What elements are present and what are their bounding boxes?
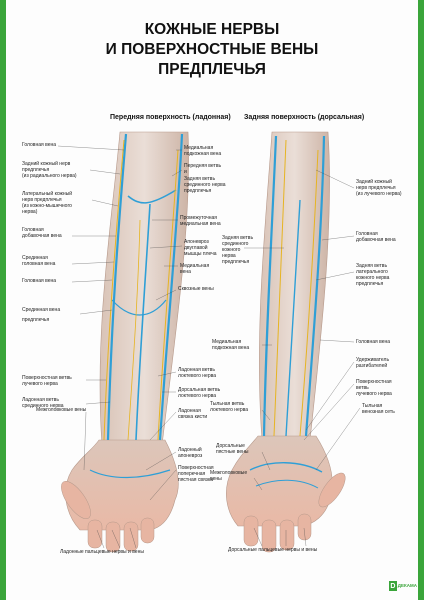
label-median-antebrachial-1: Срединная вена	[22, 307, 61, 313]
label-intermediate-median-2: медиальная вена	[180, 221, 221, 227]
anterior-left-leaders	[57, 145, 137, 549]
label-palmar-carpal-1: Ладонная	[178, 408, 201, 414]
label-dorsal-venous-1: Тыльная	[362, 403, 383, 409]
label-palmar-digital: Ладонные пальцевые нервы и вены	[60, 549, 144, 555]
poster-title-line-1: КОЖНЫЕ НЕРВЫ	[144, 21, 280, 38]
label-ant-branch-2: и	[184, 169, 187, 175]
label-transverse-palmar-1: Поверхностная	[178, 465, 214, 471]
label-lat-cutaneous-1: Латеральный кожный	[22, 191, 73, 197]
label-palmar-aponeurosis-1: Ладонный	[178, 447, 202, 453]
label-dorsal-ulnar-ant-1: Дорсальная ветвь	[178, 387, 221, 393]
anterior-right-leaders	[145, 149, 183, 501]
label-post-lateral-4: предплечья	[356, 281, 384, 287]
right-accent-stripe	[418, 0, 424, 600]
label-median-antebrachial-2: предплечья	[22, 317, 50, 323]
posterior-forearm	[226, 131, 346, 553]
label-dorsal-metacarpal-2: пястные вены	[216, 449, 249, 455]
label-accessory-cephalic-post-2: добавочная вена	[356, 237, 396, 243]
label-accessory-cephalic-ant-2: добавочная вена	[22, 233, 62, 239]
label-median-cephalic-2: головная вена	[22, 261, 56, 267]
anterior-heading: Передняя поверхность (ладонная)	[110, 114, 231, 121]
label-post-cutaneous-ant-3: (из радиального нерва)	[22, 173, 77, 179]
label-superficial-radial-ant-1: Поверхностная ветвь	[22, 375, 72, 381]
label-post-branch-med-1: Задняя ветвь	[184, 176, 216, 182]
label-dorsal-ulnar-post-1: Тыльная ветвь	[210, 401, 245, 407]
label-post-branch-med-3: предплечья	[184, 188, 212, 194]
posterior-leaders	[244, 169, 361, 547]
label-palmar-aponeurosis-2: апоневроз	[178, 453, 203, 459]
label-lat-cutaneous-2: нерв предплечья	[22, 197, 62, 203]
label-cephalic-vein-post: Головная вена	[356, 339, 391, 345]
label-lat-cutaneous-3: (из кожно-мышечного	[22, 203, 72, 209]
label-superficial-radial-ant-2: лучевого нерва	[22, 381, 58, 387]
label-accessory-cephalic-ant-1: Головная	[22, 227, 44, 233]
label-post-medial-5: предплечья	[222, 259, 250, 265]
label-post-cutaneous-post-3: (из лучевого нерва)	[356, 191, 402, 197]
label-palmar-median-1: Ладонная ветвь	[22, 397, 59, 403]
label-palmar-ulnar-2: локтевого нерва	[178, 373, 216, 379]
label-accessory-cephalic-post-1: Головная	[356, 231, 378, 237]
label-dorsal-digital: Дорсальные пальцевые нервы и вены	[228, 547, 318, 553]
label-post-lateral-2: латерального	[356, 269, 388, 275]
label-dorsal-ulnar-ant-2: локтевого нерва	[178, 393, 216, 399]
label-intermediate-median-1: Промежуточная	[180, 215, 217, 221]
label-post-branch-med-2: срединного нерва	[184, 182, 226, 188]
label-ant-branch-1: Передняя ветвь	[184, 163, 222, 169]
label-dorsal-venous-2: венозная сеть	[362, 409, 395, 415]
label-palmar-ulnar-1: Ладонная ветвь	[178, 367, 215, 373]
label-medial-vein-2: вена	[180, 269, 191, 275]
label-basilic-vein-post-2: подкожная вена	[212, 345, 250, 351]
poster-title-line-3: ПРЕДПЛЕЧЬЯ	[158, 61, 266, 78]
label-post-lateral-1: Задняя ветвь	[356, 263, 388, 269]
label-intercapitular-post-2: вены	[210, 476, 222, 482]
label-post-medial-3: кожного	[222, 247, 241, 253]
label-aponeurosis-biceps-2: двуглавой	[184, 245, 208, 251]
label-post-cutaneous-post-1: Задний кожный	[356, 179, 392, 185]
label-superficial-radial-post-3: лучевого нерва	[356, 391, 392, 397]
label-superficial-radial-post-2: ветвь	[356, 385, 369, 391]
label-post-medial-4: нерва	[222, 253, 236, 259]
label-post-cutaneous-ant-2: предплечья	[22, 167, 50, 173]
label-median-cephalic-1: Срединная	[22, 255, 48, 261]
label-medial-vein-1: Медиальная	[180, 263, 210, 269]
label-basilic-vein-post-1: Медиальная	[212, 339, 242, 345]
label-post-medial-2: срединного	[222, 241, 249, 247]
label-palmar-median-2: срединного нерва	[22, 403, 64, 409]
poster-title-line-2: И ПОВЕРХНОСТНЫЕ ВЕНЫ	[105, 41, 319, 58]
label-intercapitular-ant: Межголовковые вены	[36, 407, 87, 413]
label-lat-cutaneous-4: нерва)	[22, 209, 38, 215]
brand-logo-mark: D	[389, 581, 397, 591]
label-intercapitular-post-1: Межголовковые	[210, 470, 248, 476]
label-post-medial-1: Задняя ветвь	[222, 235, 254, 241]
label-transverse-palmar-3: пястная связка	[178, 477, 214, 483]
label-median-basilic-1: Медиальная	[184, 145, 214, 151]
label-post-lateral-3: кожного нерва	[356, 275, 390, 281]
posterior-heading: Задняя поверхность (дорсальная)	[244, 114, 365, 121]
label-aponeurosis-biceps-3: мышцы плеча	[184, 251, 217, 257]
label-dorsal-metacarpal-1: Дорсальные	[216, 443, 245, 449]
label-aponeurosis-biceps-1: Апоневроз	[184, 239, 209, 245]
label-median-basilic-2: подкожная вена	[184, 151, 222, 157]
brand-logo: D ДЕКАМА	[389, 579, 417, 593]
label-extensor-retinaculum-2: разгибателей	[356, 363, 388, 369]
label-post-cutaneous-post-2: нерв предплечья	[356, 185, 396, 191]
label-perforating-veins: Сквозные вены	[178, 286, 214, 292]
anterior-forearm	[61, 131, 189, 553]
brand-name: ДЕКАМА	[397, 582, 417, 588]
label-cephalic-vein-ant-2: Головная вена	[22, 278, 57, 284]
label-cephalic-vein-ant: Головная вена	[22, 142, 57, 148]
label-transverse-palmar-2: поперечная	[178, 471, 206, 477]
label-dorsal-ulnar-post-2: локтевого нерва	[210, 407, 248, 413]
label-post-cutaneous-ant-1: Задний кожный нерв	[22, 161, 71, 167]
label-superficial-radial-post-1: Поверхностная	[356, 379, 392, 385]
left-accent-stripe	[0, 0, 6, 600]
label-extensor-retinaculum-1: Удерживатель	[356, 357, 390, 363]
label-palmar-carpal-2: связка кисти	[178, 414, 208, 420]
